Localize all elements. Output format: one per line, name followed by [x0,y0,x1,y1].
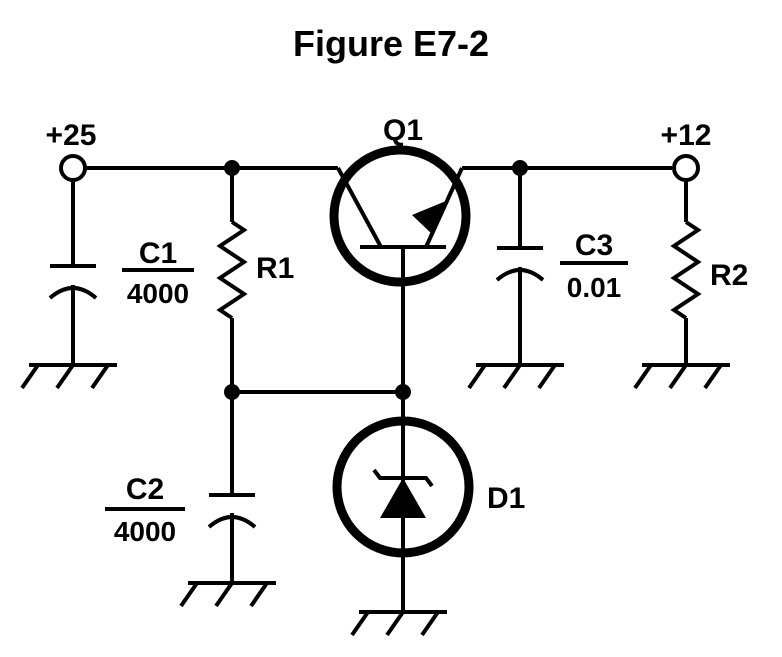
junction-dot [224,160,240,176]
junction-dot [224,384,240,400]
c2-value: 4000 [114,516,176,547]
ground-symbol [633,363,730,390]
input-terminal [59,154,87,182]
ground-symbol [179,581,276,608]
ground-symbol [467,363,564,390]
junction-dots [224,160,528,400]
zener-diode-d1 [332,416,474,558]
resistor-r1 [216,220,248,320]
c3-label: C3 [575,229,613,262]
capacitor-c1 [48,264,98,300]
figure-title: Figure E7-2 [293,23,489,64]
ground-symbol [20,363,117,390]
junction-dot [512,160,528,176]
d1-label: D1 [487,482,525,515]
c1-label: C1 [139,237,177,270]
input-voltage-label: +25 [46,119,97,152]
c1-value: 4000 [127,278,189,309]
output-voltage-label: +12 [661,119,712,152]
r2-label: R2 [710,259,748,292]
capacitor-c2 [207,493,257,529]
resistor-r2 [670,220,702,320]
q1-label: Q1 [383,114,423,147]
ground-symbol [350,610,447,637]
c2-label: C2 [126,473,164,506]
r1-label: R1 [256,252,294,285]
wire-network [71,166,688,612]
capacitor-c3 [495,246,545,282]
transistor-q1 [329,145,471,287]
c3-value: 0.01 [567,272,622,303]
output-terminal [672,154,700,182]
junction-dot [395,384,411,400]
